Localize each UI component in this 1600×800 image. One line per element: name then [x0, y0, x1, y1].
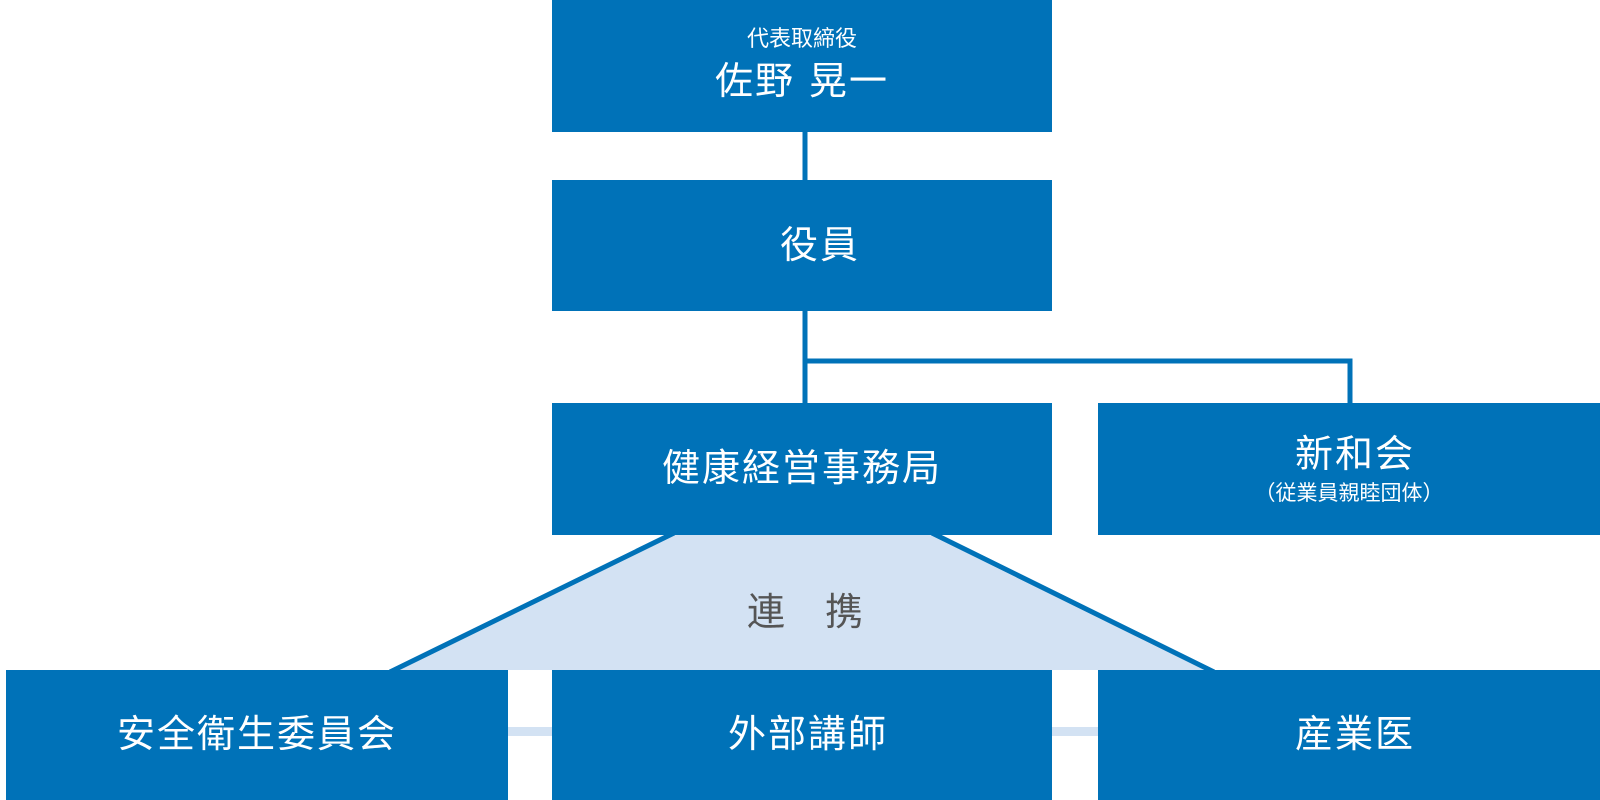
- health-office-label: 健康経営事務局: [661, 446, 942, 491]
- ceo-name: 佐野 晃一: [714, 59, 890, 104]
- collaboration-line-right: [930, 530, 1216, 675]
- external-lecturer-box: 外部講師: [552, 670, 1052, 800]
- ceo-role: 代表取締役: [746, 27, 857, 52]
- collaboration-band-right: [1052, 727, 1098, 736]
- collaboration-band-left: [506, 727, 552, 736]
- safety-committee-box: 安全衛生委員会: [6, 670, 508, 800]
- collaboration-line-left: [388, 530, 676, 675]
- shinwakai-box: 新和会 （従業員親睦団体）: [1098, 403, 1600, 535]
- external-lecturer-label: 外部講師: [727, 712, 888, 757]
- connector-officers-shinwakai: [805, 358, 1353, 403]
- officers-box: 役員: [552, 180, 1052, 311]
- collaboration-area: [395, 535, 1212, 670]
- industrial-doctor-box: 産業医: [1098, 670, 1600, 800]
- health-office-box: 健康経営事務局: [552, 403, 1052, 535]
- collaboration-label: 連携: [746, 589, 903, 634]
- shinwakai-label: 新和会: [1294, 431, 1415, 476]
- industrial-doctor-label: 産業医: [1294, 712, 1415, 757]
- shinwakai-note: （従業員親睦団体）: [1254, 481, 1444, 506]
- safety-committee-label: 安全衛生委員会: [116, 712, 397, 757]
- ceo-box: 代表取締役 佐野 晃一: [552, 0, 1052, 132]
- officers-label: 役員: [779, 222, 860, 267]
